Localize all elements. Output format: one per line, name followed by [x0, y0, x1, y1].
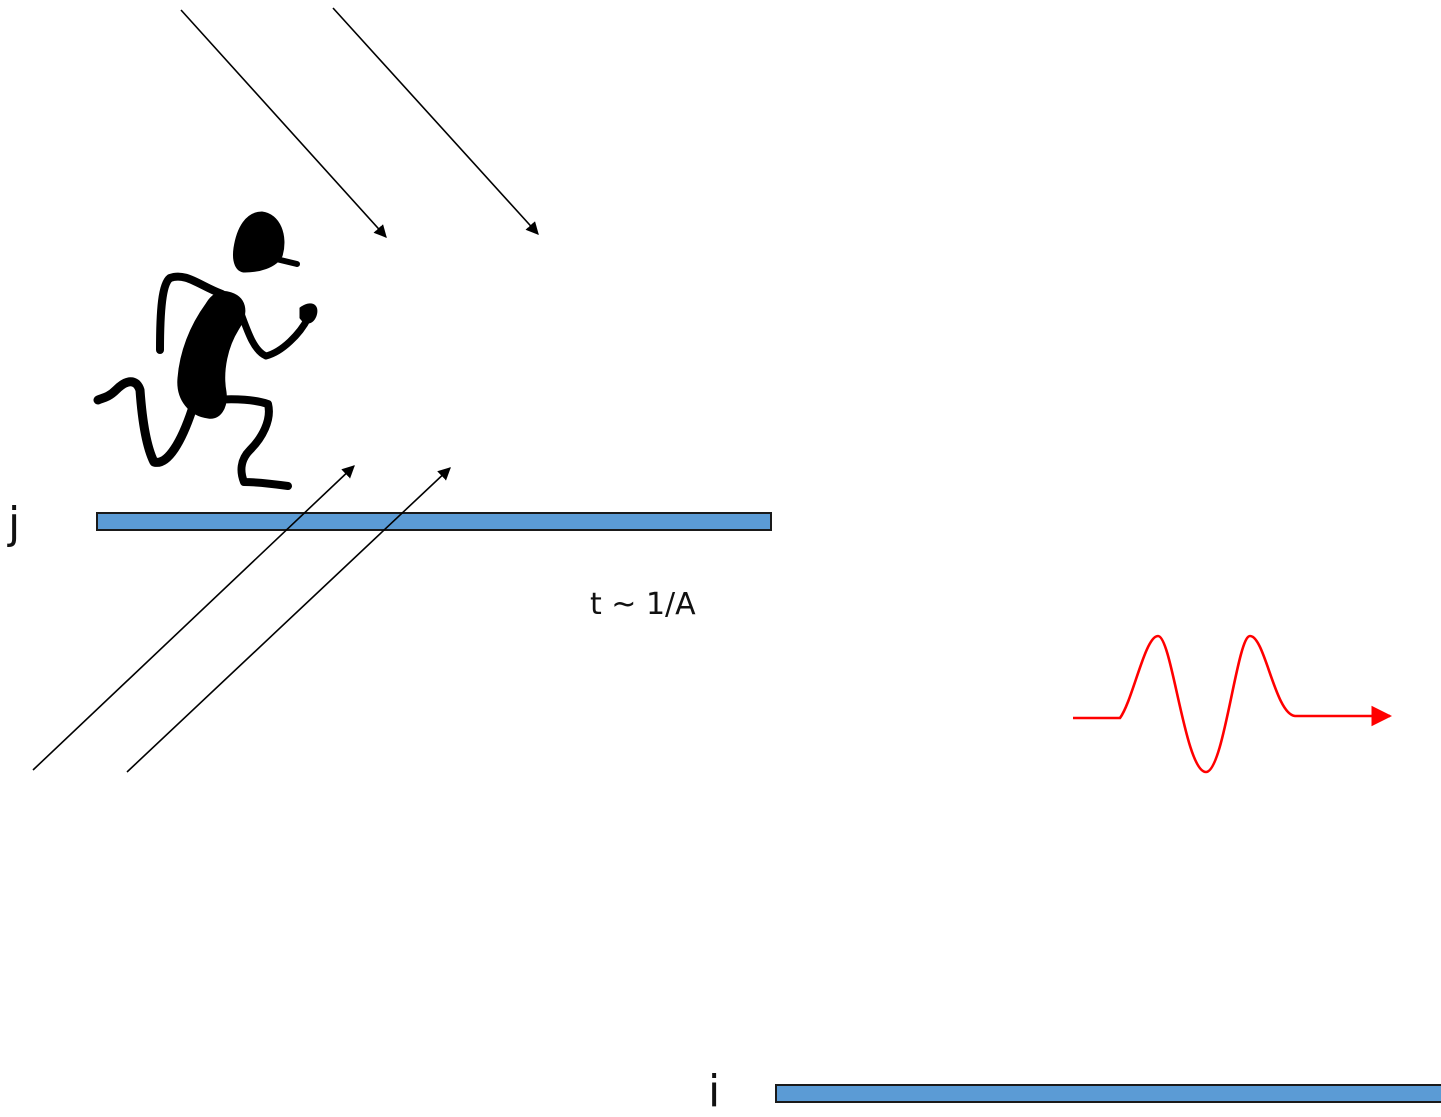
level-bar-i: [776, 1085, 1441, 1102]
wave-packet-icon: [1073, 636, 1390, 772]
level-label-i: i: [708, 1070, 720, 1114]
level-bar-j: [97, 513, 771, 530]
incident-arrow-1: [181, 10, 386, 237]
upward-arrow-1: [33, 466, 354, 770]
running-person-icon: [98, 212, 317, 486]
incident-arrow-2: [333, 8, 538, 234]
level-label-j: j: [8, 502, 20, 546]
time-scale-label: t ~ 1/A: [590, 590, 696, 620]
